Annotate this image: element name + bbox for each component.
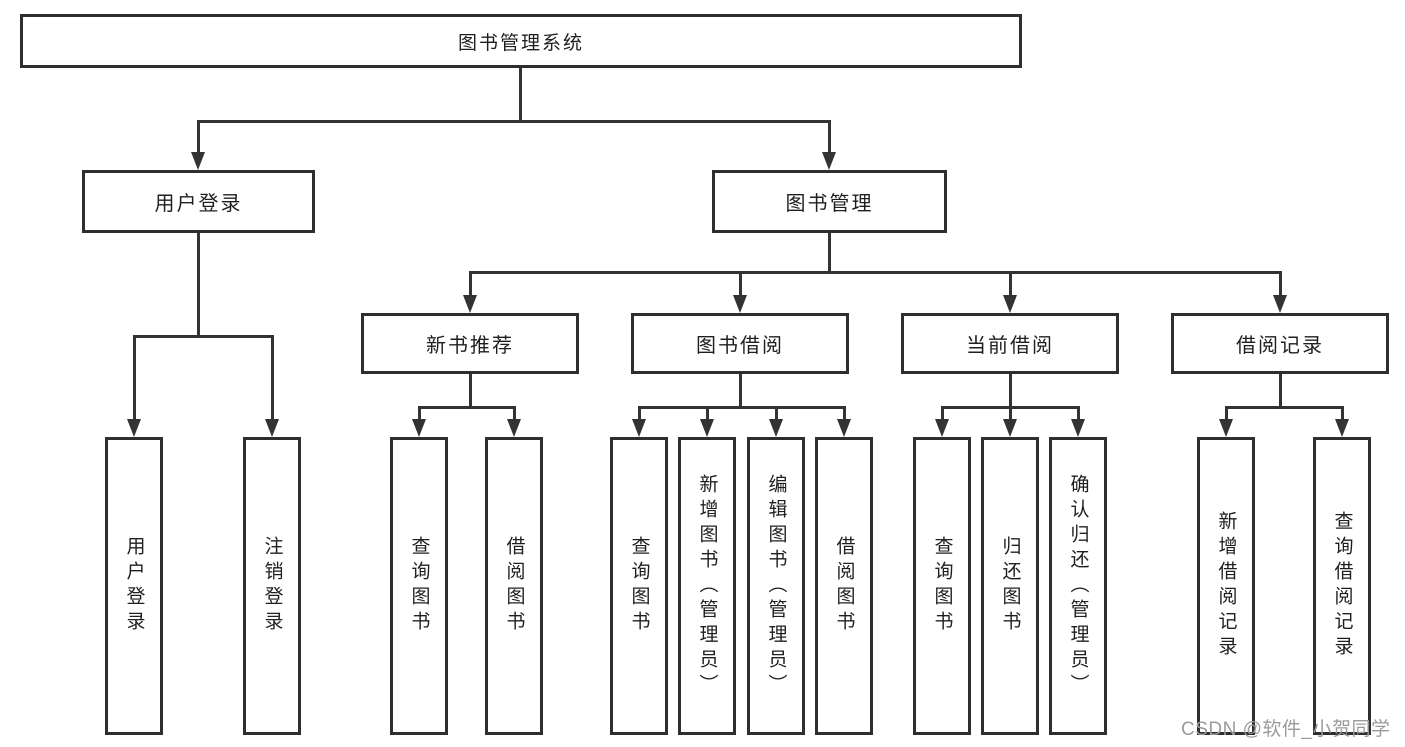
leaf-label: 用户登录	[123, 536, 145, 636]
connector-line	[739, 271, 742, 296]
connector-line	[469, 271, 472, 296]
arrowhead-down-icon	[1219, 419, 1233, 437]
arrowhead-down-icon	[127, 419, 141, 437]
leaf-label: 查询图书	[931, 536, 953, 636]
node-label: 借阅记录	[1236, 335, 1324, 357]
connector-line	[1225, 406, 1228, 420]
arrowhead-down-icon	[412, 419, 426, 437]
leaf-label: 新增图书（管理员）	[696, 473, 718, 699]
leaf-label: 查询图书	[408, 536, 430, 636]
leaf-query-books-recommend: 查询图书	[390, 437, 448, 735]
node-new-book-recommendation: 新书推荐	[361, 313, 579, 374]
node-borrowing-records: 借阅记录	[1171, 313, 1389, 374]
connector-line	[638, 406, 641, 420]
leaf-label: 查询借阅记录	[1331, 511, 1353, 661]
leaf-confirm-return-admin: 确认归还（管理员）	[1049, 437, 1107, 735]
connector-line	[706, 406, 709, 420]
connector-line	[1341, 406, 1344, 420]
connector-line	[1225, 406, 1343, 409]
leaf-add-borrow-record: 新增借阅记录	[1197, 437, 1255, 735]
leaf-return-books: 归还图书	[981, 437, 1039, 735]
connector-line	[418, 406, 421, 420]
arrowhead-down-icon	[463, 295, 477, 313]
connector-line	[197, 120, 831, 123]
arrowhead-down-icon	[507, 419, 521, 437]
connector-line	[519, 68, 522, 120]
csdn-watermark: CSDN @软件_小贺同学	[1181, 719, 1391, 740]
connector-line	[513, 406, 516, 420]
leaf-label: 借阅图书	[833, 536, 855, 636]
arrowhead-down-icon	[769, 419, 783, 437]
leaf-edit-books-admin: 编辑图书（管理员）	[747, 437, 805, 735]
arrowhead-down-icon	[837, 419, 851, 437]
arrowhead-down-icon	[265, 419, 279, 437]
connector-line	[1279, 271, 1282, 296]
leaf-label: 借阅图书	[503, 536, 525, 636]
connector-line	[843, 406, 846, 420]
leaf-label: 注销登录	[261, 536, 283, 636]
connector-line	[1279, 374, 1282, 406]
connector-line	[469, 374, 472, 406]
connector-line	[1009, 374, 1012, 406]
leaf-query-books-borrowing: 查询图书	[610, 437, 668, 735]
connector-line	[271, 335, 274, 420]
node-book-management: 图书管理	[712, 170, 947, 233]
leaf-logout: 注销登录	[243, 437, 301, 735]
connector-line	[133, 335, 136, 420]
node-library-management-system: 图书管理系统	[20, 14, 1022, 68]
node-user-login: 用户登录	[82, 170, 315, 233]
arrowhead-down-icon	[1273, 295, 1287, 313]
node-book-borrowing: 图书借阅	[631, 313, 849, 374]
connector-line	[775, 406, 778, 420]
connector-line	[197, 120, 200, 153]
leaf-label: 编辑图书（管理员）	[765, 473, 787, 699]
leaf-query-borrow-record: 查询借阅记录	[1313, 437, 1371, 735]
leaf-add-books-admin: 新增图书（管理员）	[678, 437, 736, 735]
leaf-query-books-current: 查询图书	[913, 437, 971, 735]
node-label: 图书借阅	[696, 335, 784, 357]
arrowhead-down-icon	[935, 419, 949, 437]
leaf-label: 确认归还（管理员）	[1067, 473, 1089, 699]
connector-line	[469, 271, 1282, 274]
leaf-borrow-books-recommend: 借阅图书	[485, 437, 543, 735]
node-label: 用户登录	[154, 193, 243, 215]
node-label: 新书推荐	[426, 335, 514, 357]
arrowhead-down-icon	[822, 152, 836, 170]
connector-line	[1009, 271, 1012, 296]
arrowhead-down-icon	[632, 419, 646, 437]
leaf-label: 归还图书	[999, 536, 1021, 636]
arrowhead-down-icon	[1071, 419, 1085, 437]
arrowhead-down-icon	[700, 419, 714, 437]
leaf-user-login: 用户登录	[105, 437, 163, 735]
connector-line	[418, 406, 516, 409]
node-current-borrowing: 当前借阅	[901, 313, 1119, 374]
connector-line	[828, 233, 831, 271]
node-label: 当前借阅	[966, 335, 1054, 357]
leaf-borrow-books-borrowing: 借阅图书	[815, 437, 873, 735]
connector-line	[941, 406, 944, 420]
node-label: 图书管理系统	[457, 32, 584, 54]
connector-line	[1009, 406, 1012, 420]
leaf-label: 新增借阅记录	[1215, 511, 1237, 661]
connector-line	[739, 374, 742, 406]
node-label: 图书管理	[785, 193, 874, 215]
connector-line	[638, 406, 845, 409]
arrowhead-down-icon	[1003, 419, 1017, 437]
arrowhead-down-icon	[1003, 295, 1017, 313]
connector-line	[133, 335, 273, 338]
arrowhead-down-icon	[1335, 419, 1349, 437]
arrowhead-down-icon	[733, 295, 747, 313]
connector-line	[828, 120, 831, 153]
arrowhead-down-icon	[191, 152, 205, 170]
leaf-label: 查询图书	[628, 536, 650, 636]
connector-line	[1077, 406, 1080, 420]
connector-line	[197, 233, 200, 335]
